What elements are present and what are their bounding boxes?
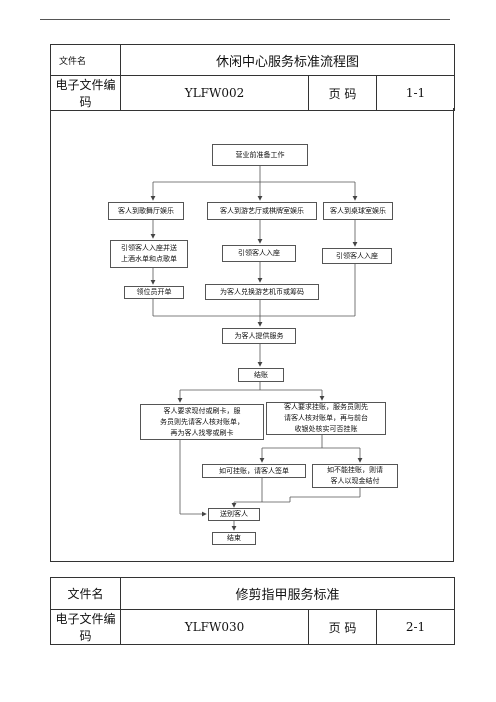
- page-label-2: 页 码: [308, 609, 377, 645]
- flow-a3-box: 领位员开单: [124, 286, 184, 299]
- flow-branch-c-box: 客人到桌球室娱乐: [323, 202, 393, 220]
- flow-sign-ok-box: 如可挂账，请客人签单: [202, 464, 306, 478]
- file-title: 休闲中心服务标准流程图: [119, 44, 456, 76]
- flow-branch-b-box: 客人到游艺厅或棋牌室娱乐: [207, 202, 317, 220]
- page-value: 1-1: [375, 75, 456, 111]
- flow-branch-a-box: 客人到歌舞厅娱乐: [108, 202, 184, 220]
- header-table-1: 文件名 休闲中心服务标准流程图 电子文件编码 YLFW002 页 码 1-1: [50, 44, 456, 111]
- flow-b3-box: 为客人兑换游艺机币或筹码: [205, 284, 319, 300]
- flow-pay-sign-box: 客人要求挂账，服务员则先 请客人核对账单，再与前台 收银处核实可否挂账: [266, 402, 386, 435]
- flow-farewell-box: 送别客人: [208, 508, 260, 521]
- flow-serve-box: 为客人提供服务: [222, 328, 296, 344]
- page-value-2: 2-1: [375, 609, 456, 645]
- flowchart-cell: [50, 108, 454, 562]
- code-value: YLFW002: [120, 75, 309, 111]
- code-label-2: 电子文件编码: [50, 609, 121, 645]
- header-table-2: 文件名 修剪指甲服务标准 电子文件编码 YLFW030 页 码 2-1: [50, 577, 456, 645]
- flow-checkout-box: 结账: [238, 368, 284, 382]
- page-label: 页 码: [308, 75, 377, 111]
- code-value-2: YLFW030: [120, 609, 309, 645]
- file-name-label-2: 文件名: [50, 577, 121, 610]
- flow-end-box: 结束: [212, 532, 256, 545]
- flow-c2-box: 引领客人入座: [322, 248, 392, 264]
- code-label: 电子文件编码: [50, 75, 121, 111]
- flow-b2-box: 引领客人入座: [222, 245, 296, 262]
- flow-sign-no-box: 如不能挂账，则请 客人以现金结付: [312, 464, 398, 488]
- flow-start-box: 营业前准备工作: [212, 144, 308, 166]
- top-rule: [40, 19, 450, 20]
- flow-a2-box: 引领客人入座并送 上酒水单和点歌单: [110, 240, 188, 268]
- flow-pay-cash-box: 客人要求现付或刷卡，服 务员则先请客人核对账单， 再为客人找零或刷卡: [140, 404, 264, 440]
- file-title-2: 修剪指甲服务标准: [119, 577, 456, 610]
